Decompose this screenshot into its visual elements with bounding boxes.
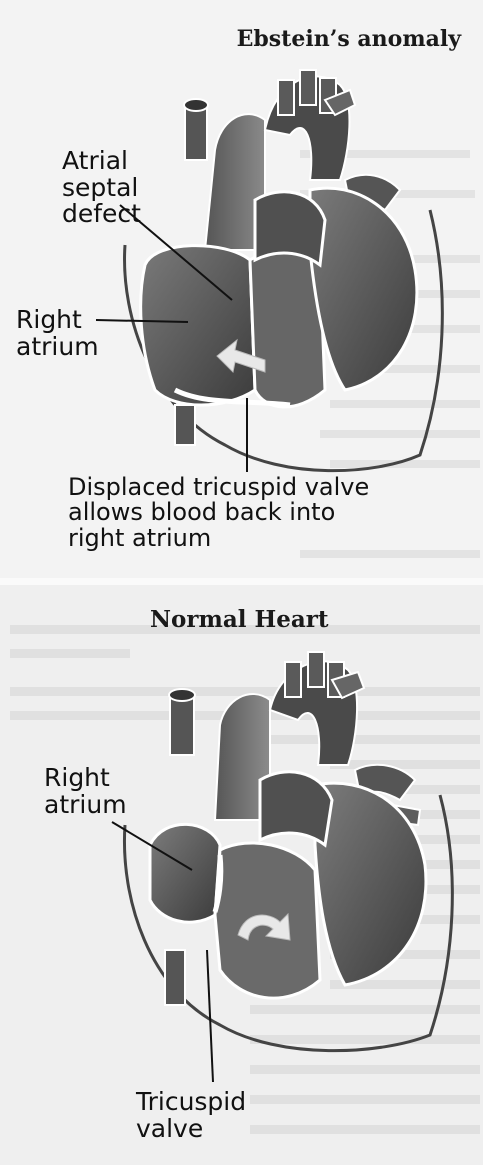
label-right-atrium-top: Right atrium (16, 307, 99, 360)
figure-title-normal: Normal Heart (150, 606, 328, 633)
right-atrium-normal (150, 824, 220, 922)
label-right-atrium-bottom: Right atrium (44, 765, 127, 818)
label-atrial-septal-defect: Atrial septal defect (62, 148, 141, 228)
ebstein-panel: Ebstein’s anomaly (0, 0, 483, 578)
label-displaced-tricuspid-valve: Displaced tricuspid valve allows blood b… (68, 475, 369, 551)
heart-normal-illustration (120, 650, 465, 1080)
label-tricuspid-valve: Tricuspid valve (136, 1089, 246, 1142)
panel-divider (0, 578, 483, 585)
